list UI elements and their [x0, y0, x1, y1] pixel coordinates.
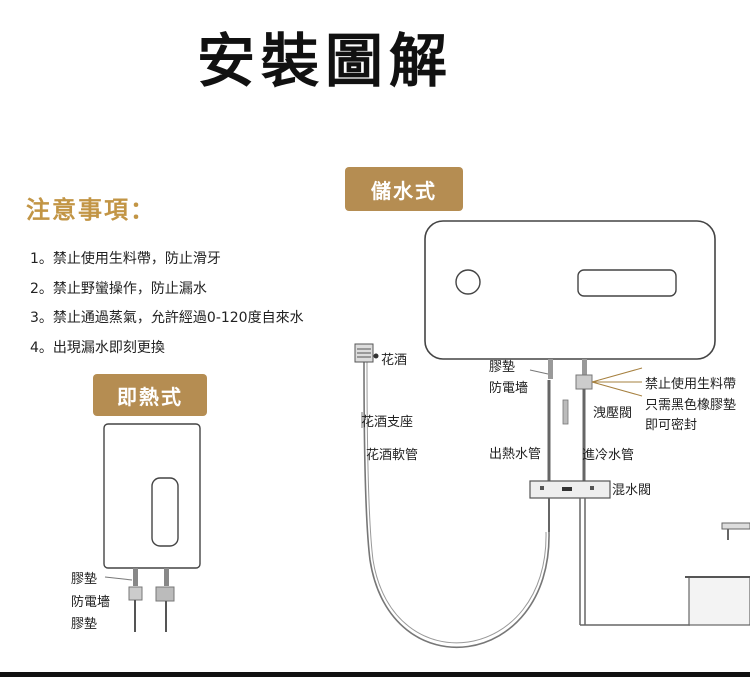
- storage-label-gasket: 膠墊: [489, 360, 516, 375]
- storage-label-anti-shock: 防電墻: [489, 381, 529, 396]
- instant-heater: [103, 423, 201, 632]
- instant-label-gasket-top: 膠墊: [71, 572, 98, 587]
- instant-label-gasket-bottom: 膠墊: [71, 617, 98, 632]
- notice-item-4: 4。出現漏水即刻更換: [30, 340, 165, 356]
- storage-heater: [354, 220, 750, 648]
- page-title: 安裝圖解: [196, 27, 453, 95]
- notice-item-1: 1。禁止使用生料帶，防止滑牙: [30, 251, 221, 267]
- storage-note-line-1: 禁止使用生料帶: [645, 377, 737, 392]
- storage-label-cold-in: 進冷水管: [582, 448, 635, 463]
- instant-label-anti-shock: 防電墻: [71, 595, 111, 610]
- storage-type-badge: 儲水式: [345, 167, 463, 211]
- notice-item-2: 2。禁止野蠻操作，防止漏水: [30, 281, 207, 297]
- storage-label-shower-hose: 花酒軟管: [366, 448, 419, 463]
- storage-note-line-3: 即可密封: [645, 418, 698, 433]
- instant-type-badge: 即熱式: [93, 374, 207, 416]
- storage-label-relief-valve: 洩壓閥: [593, 406, 633, 421]
- notice-item-3: 3。禁止通過蒸氣，允許經過0-120度自來水: [30, 310, 304, 326]
- storage-note-line-2: 只需黑色橡膠墊: [645, 398, 737, 413]
- bottom-divider: [0, 672, 750, 677]
- storage-label-shower-holder: 花酒支座: [361, 415, 414, 430]
- storage-label-shower: 花酒: [381, 353, 408, 368]
- storage-label-mix-valve: 混水閥: [612, 483, 652, 498]
- notice-heading: 注意事項：: [26, 196, 156, 224]
- storage-label-hot-out: 出熱水管: [489, 447, 542, 462]
